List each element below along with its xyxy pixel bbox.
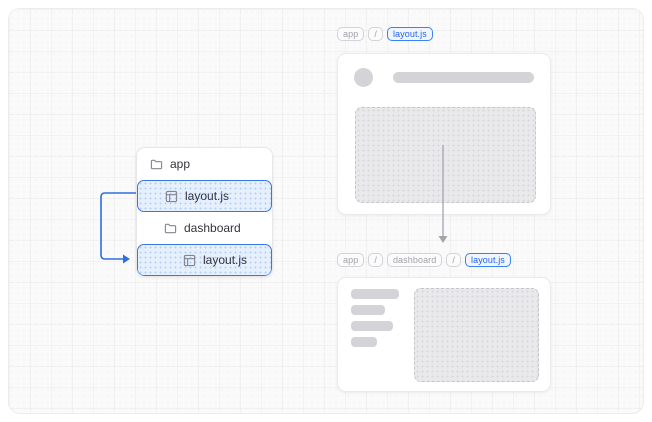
breadcrumb-separator: / [446,253,461,267]
tree-item-dashboard: dashboard [137,212,272,244]
breadcrumb-segment: app [337,253,365,267]
breadcrumb-segment-active: layout.js [386,27,433,41]
tree-item-label: layout.js [203,253,248,267]
breadcrumb-segment: app [337,27,365,41]
breadcrumb-separator: / [368,27,383,41]
children-slot-placeholder [355,107,536,203]
breadcrumb-separator: / [368,253,383,267]
folder-icon [164,222,177,235]
sidebar-item-placeholder [351,321,393,331]
folder-icon [150,158,163,171]
layout-file-icon [183,254,196,267]
nesting-connector-arrow [100,192,137,264]
sidebar-item-placeholder [351,305,385,315]
breadcrumb-root-layout: app / layout.js [337,27,433,41]
layout-file-icon [165,190,178,203]
sidebar-item-placeholder [351,289,399,299]
breadcrumb-segment-active: layout.js [464,253,511,267]
breadcrumb-dashboard-layout: app / dashboard / layout.js [337,253,511,267]
navbar-placeholder [393,72,534,83]
tree-item-dashboard-layout: layout.js [137,244,272,276]
breadcrumb-segment: dashboard [386,253,443,267]
tree-item-label: layout.js [185,189,230,203]
tree-item-label: app [170,157,191,171]
arrowhead-icon [438,236,448,243]
avatar-placeholder [354,68,373,87]
tree-item-label: dashboard [184,221,241,235]
file-tree: app layout.js dashboard [136,147,273,277]
tree-item-app: app [137,148,272,180]
arrowhead-icon [123,254,130,264]
root-layout-mockup [337,53,551,215]
tree-item-root-layout: layout.js [137,180,272,212]
dashboard-layout-mockup [337,277,551,392]
sidebar-item-placeholder [351,337,377,347]
page-slot-placeholder [414,288,539,382]
nesting-flow-arrow [438,145,448,243]
